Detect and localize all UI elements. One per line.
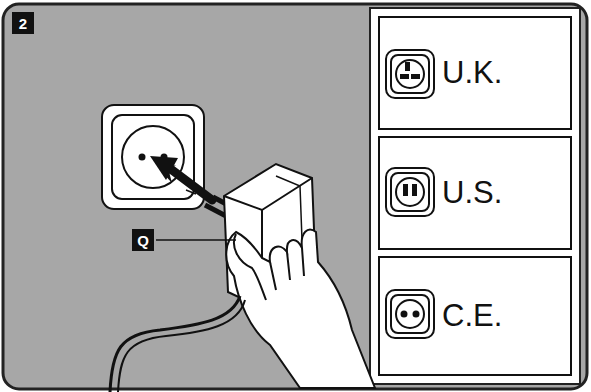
region-label: U.K. xyxy=(442,55,502,91)
leader-line xyxy=(156,239,236,241)
region-panel xyxy=(370,8,580,384)
callout-letter: Q xyxy=(132,229,154,251)
plug-type-box: U.K. xyxy=(378,16,572,130)
power-cord xyxy=(118,300,245,392)
insert-arrowhead xyxy=(150,156,178,180)
power-cord xyxy=(110,296,240,392)
hand xyxy=(226,230,375,388)
socket-icons xyxy=(386,50,434,338)
panel-frame xyxy=(3,4,587,389)
wall-socket xyxy=(102,105,204,209)
region-label: C.E. xyxy=(442,298,502,334)
step-number: 2 xyxy=(12,12,34,34)
region-label: U.S. xyxy=(442,175,502,211)
plug-type-box: U.S. xyxy=(378,136,572,250)
label-text: 2 xyxy=(19,15,27,32)
plug-type-box: C.E. xyxy=(378,256,572,376)
label-text: Q xyxy=(137,232,149,249)
